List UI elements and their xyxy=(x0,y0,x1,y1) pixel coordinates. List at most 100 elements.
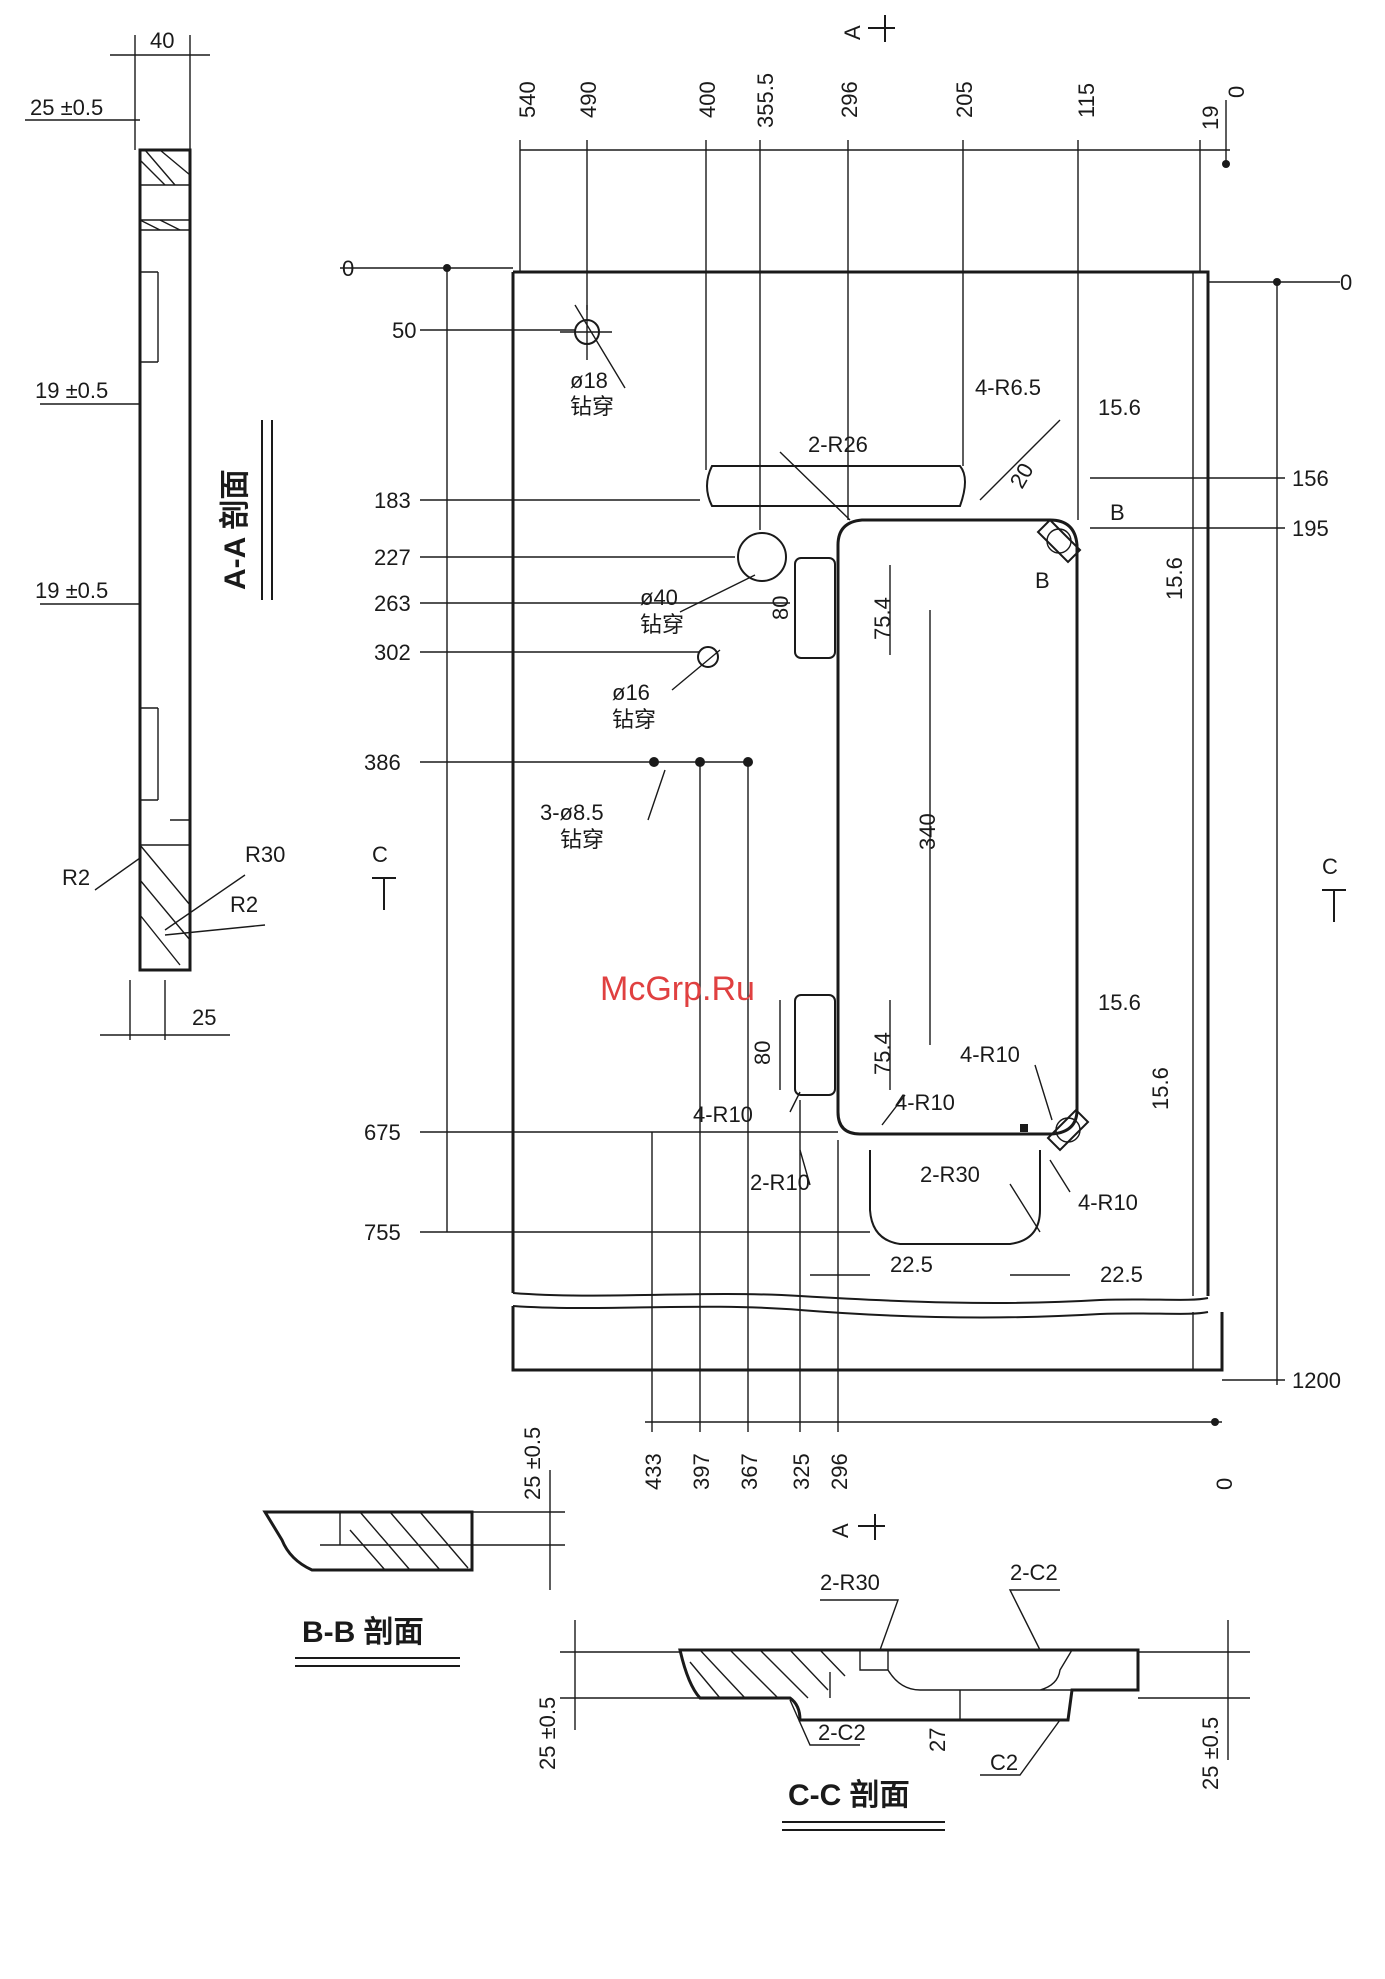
aa-radius-r2-b: R2 xyxy=(230,892,258,917)
label-4-r10-d: 4-R10 xyxy=(1078,1190,1138,1215)
top-slot xyxy=(706,465,966,507)
cc-profile xyxy=(678,1648,1140,1722)
label-3-holes-note: 钻穿 xyxy=(560,827,604,852)
label-22-5-a: 22.5 xyxy=(890,1252,933,1277)
bottom-dim-397: 397 xyxy=(689,1453,714,1490)
right-dim-1200: 1200 xyxy=(1292,1368,1341,1393)
label-4-r10-c: 4-R10 xyxy=(895,1090,955,1115)
top-dim-400: 400 xyxy=(695,81,720,118)
left-dim-675: 675 xyxy=(364,1120,401,1145)
top-dim-0: 0 xyxy=(1224,86,1249,98)
bottom-dim-296: 296 xyxy=(827,1453,852,1490)
label-75-4-bottom: 75.4 xyxy=(870,1032,895,1075)
label-hole-40-note: 钻穿 xyxy=(640,612,684,637)
cc-title: C-C 剖面 xyxy=(788,1779,910,1812)
section-mark-a-top: A xyxy=(840,25,865,40)
bottom-dim-325: 325 xyxy=(789,1453,814,1490)
top-dim-19: 19 xyxy=(1198,106,1223,130)
label-hole-16-note: 钻穿 xyxy=(612,707,656,732)
cc-dim-25-left: 25 ±0.5 xyxy=(535,1697,560,1770)
aa-radius-r2-a: R2 xyxy=(62,865,90,890)
label-b-top: B xyxy=(1110,500,1125,525)
cc-label-2-r30: 2-R30 xyxy=(820,1570,880,1595)
left-dim-0: 0 xyxy=(342,256,354,281)
label-15-6-side-top: 15.6 xyxy=(1162,557,1187,600)
aa-profile xyxy=(138,148,192,972)
aa-dim-25: 25 ±0.5 xyxy=(30,95,103,120)
break-line-bottom xyxy=(512,1305,1209,1319)
label-2-r30: 2-R30 xyxy=(920,1162,980,1187)
plate-bottom-stub xyxy=(511,1306,1224,1372)
label-20: 20 xyxy=(1005,459,1039,493)
section-c-c: 2-R30 2-C2 2-C2 27 C2 25 ±0.5 25 ±0.5 C-… xyxy=(535,1560,1250,1831)
section-b-b: 25 ±0.5 B-B 剖面 xyxy=(262,1427,565,1667)
left-dim-183: 183 xyxy=(374,488,411,513)
section-mark-a-bottom: A xyxy=(828,1523,853,1538)
top-dim-115: 115 xyxy=(1074,83,1099,118)
aa-dim-19-b: 19 ±0.5 xyxy=(35,578,108,603)
right-dim-195: 195 xyxy=(1292,516,1329,541)
rib-slot-top xyxy=(794,557,836,659)
aa-dim-25-bottom: 25 xyxy=(192,1005,216,1030)
label-b-bottom: B xyxy=(1035,568,1050,593)
label-340: 340 xyxy=(915,813,940,850)
label-4-r10-b: 4-R10 xyxy=(693,1102,753,1127)
right-dim-0: 0 xyxy=(1340,270,1352,295)
top-dim-355-5: 355.5 xyxy=(753,73,778,128)
hole-40 xyxy=(737,532,787,582)
aa-radius-r30: R30 xyxy=(245,842,285,867)
top-dim-490: 490 xyxy=(576,81,601,118)
label-hole-18: ø18 xyxy=(570,368,608,393)
bottom-dim-0: 0 xyxy=(1212,1478,1237,1490)
bottom-recess xyxy=(869,1150,1041,1245)
rib-slot-bottom xyxy=(794,994,836,1096)
label-2-r10: 2-R10 xyxy=(750,1170,810,1195)
label-hole-18-note: 钻穿 xyxy=(570,394,614,419)
center-pocket xyxy=(836,518,1079,1136)
plate-outline xyxy=(513,270,1210,1296)
cc-label-2-c2-bottom: 2-C2 xyxy=(818,1720,866,1745)
left-dim-302: 302 xyxy=(374,640,411,665)
slant-slot-bottom xyxy=(1046,1108,1090,1152)
left-dim-227: 227 xyxy=(374,545,411,570)
cc-label-c2: C2 xyxy=(990,1750,1018,1775)
cc-label-27: 27 xyxy=(925,1728,950,1752)
label-4-r10-a: 4-R10 xyxy=(960,1042,1020,1067)
left-dim-50: 50 xyxy=(392,318,416,343)
right-dim-156: 156 xyxy=(1292,466,1329,491)
label-15-6-side-bottom: 15.6 xyxy=(1148,1067,1173,1110)
left-dim-386: 386 xyxy=(364,750,401,775)
plan-view: 540 490 400 355.5 296 205 115 19 0 0 50 … xyxy=(340,15,1352,1540)
label-hole-16: ø16 xyxy=(612,680,650,705)
label-2-r26: 2-R26 xyxy=(808,432,868,457)
watermark: McGrp.Ru xyxy=(600,970,755,1008)
bb-profile xyxy=(262,1510,474,1572)
top-dim-296: 296 xyxy=(837,81,862,118)
aa-title: A-A 剖面 xyxy=(219,469,252,590)
label-22-5-b: 22.5 xyxy=(1100,1262,1143,1287)
cc-dim-25-right: 25 ±0.5 xyxy=(1198,1717,1223,1790)
cc-label-2-c2-top: 2-C2 xyxy=(1010,1560,1058,1585)
slant-slot-top xyxy=(1036,518,1082,564)
bottom-dim-433: 433 xyxy=(641,1453,666,1490)
left-dim-755: 755 xyxy=(364,1220,401,1245)
label-15-6-bottom: 15.6 xyxy=(1098,990,1141,1015)
label-4-r6-5: 4-R6.5 xyxy=(975,375,1041,400)
section-mark-c-left: C xyxy=(372,842,388,867)
label-75-4-top: 75.4 xyxy=(870,597,895,640)
aa-dim-19-a: 19 ±0.5 xyxy=(35,378,108,403)
bottom-dim-367: 367 xyxy=(737,1453,762,1490)
bb-title: B-B 剖面 xyxy=(302,1616,424,1649)
top-dim-205: 205 xyxy=(952,81,977,118)
aa-dim-40: 40 xyxy=(150,28,174,53)
break-line-top xyxy=(512,1292,1209,1304)
left-dim-263: 263 xyxy=(374,591,411,616)
section-mark-c-right: C xyxy=(1322,854,1338,879)
label-80-bottom: 80 xyxy=(750,1041,775,1065)
label-hole-40: ø40 xyxy=(640,585,678,610)
section-a-a: 40 25 ±0.5 19 ±0.5 19 ±0.5 25 R2 R30 R2 … xyxy=(25,28,285,1040)
label-3-holes: 3-ø8.5 xyxy=(540,800,604,825)
bb-dim-25: 25 ±0.5 xyxy=(520,1427,545,1500)
hole-16 xyxy=(697,646,719,668)
